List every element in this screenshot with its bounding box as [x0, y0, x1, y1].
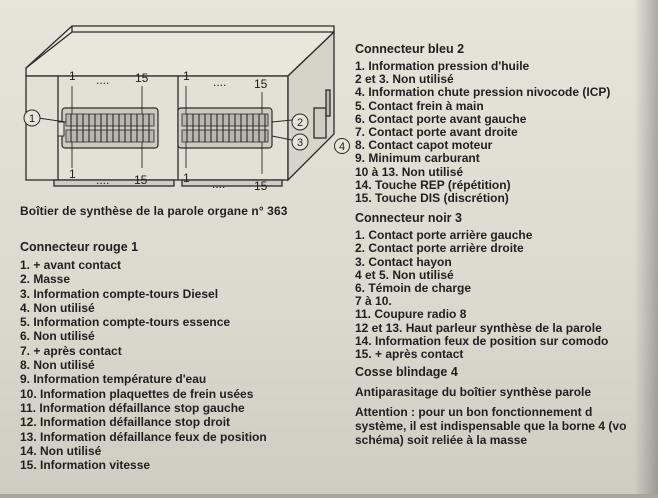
- list-item: 15. Touche DIS (discrétion): [355, 191, 509, 206]
- pin-label-bottom-1-last: 15: [134, 173, 148, 187]
- list-item: 2. Contact porte arrière droite: [355, 241, 524, 256]
- connector-bleu-2: [177, 107, 273, 149]
- list-item: 6. Témoin de charge: [355, 281, 472, 296]
- list-item: 7. + après contact: [20, 343, 122, 358]
- list-item: 10. Information plaquettes de frein usée…: [20, 386, 254, 401]
- pin-label-top-1-dots: ....: [96, 73, 109, 87]
- list-item: 12. Information défaillance stop droit: [20, 415, 231, 430]
- figure-caption: Boîtier de synthèse de la parole organe …: [20, 204, 288, 218]
- callout-3: 3: [297, 137, 303, 149]
- list-item: 4. Information chute pression nivocode (…: [355, 85, 611, 100]
- list-item: 5. Information compte-tours essence: [20, 315, 231, 330]
- pin-label-top-2-first: 1: [183, 69, 190, 83]
- attention-line: système, il est indispensable que la bor…: [355, 419, 627, 434]
- list-item: 10 à 13. Non utilisé: [355, 164, 464, 179]
- right-column: Connecteur bleu 2 1. Information pressio…: [355, 42, 658, 447]
- list-item: 6. Non utilisé: [20, 329, 95, 344]
- attention-line: schéma) soit reliée à la masse: [355, 433, 528, 448]
- connector-box-diagram: 1 .... 15 1 .... 15 1 .... 15 1 .... 15 …: [23, 25, 350, 193]
- pin-label-top-2-dots: ....: [213, 75, 226, 89]
- section-connecteur-rouge: Connecteur rouge 1 1. + avant contact 2.…: [20, 240, 340, 472]
- list-item: 7 à 10.: [355, 294, 392, 309]
- cosse-subtitle: Antiparasitage du boîtier synthèse parol…: [355, 385, 592, 400]
- connector-rouge-1: [57, 107, 159, 149]
- pin-label-top-1-last: 15: [135, 71, 149, 85]
- pin-label-top-2-last: 15: [254, 77, 268, 91]
- list-item: 1. Contact porte arrière gauche: [355, 228, 533, 243]
- list-item: 4. Non utilisé: [20, 300, 95, 315]
- list-item: 7. Contact porte avant droite: [355, 125, 518, 140]
- list-item: 14. Information feux de position sur com…: [355, 333, 609, 348]
- pin-label-bottom-2-dots: ....: [212, 177, 225, 191]
- list-item: 2 et 3. Non utilisé: [355, 72, 454, 87]
- section-title-cosse: Cosse blindage 4: [355, 365, 458, 380]
- page-bottom-edge: [0, 494, 658, 498]
- list-item: 9. Information température d'eau: [20, 372, 207, 387]
- list-item: 14. Non utilisé: [20, 443, 102, 458]
- list-item: 12 et 13. Haut parleur synthèse de la pa…: [355, 320, 602, 335]
- section-title-bleu: Connecteur bleu 2: [355, 42, 465, 56]
- list-item: 8. Non utilisé: [20, 358, 95, 373]
- list-item: 6. Contact porte avant gauche: [355, 111, 527, 126]
- list-item: 3. Contact hayon: [355, 254, 452, 269]
- list-item: 8. Contact capot moteur: [355, 138, 493, 153]
- pin-label-bottom-2-last: 15: [254, 179, 268, 193]
- list-item: 15. + après contact: [355, 347, 464, 362]
- list-item: 13. Information défaillance feux de posi…: [20, 429, 267, 444]
- pin-label-bottom-1-dots: ....: [96, 173, 109, 187]
- list-item: 3. Information compte-tours Diesel: [20, 286, 219, 301]
- list-item: 5. Contact frein à main: [355, 98, 484, 113]
- list-item: 4 et 5. Non utilisé: [355, 267, 454, 282]
- pin-label-top-1-first: 1: [69, 69, 76, 83]
- callout-4: 4: [339, 141, 345, 153]
- callout-2: 2: [297, 117, 303, 129]
- callout-1: 1: [29, 113, 35, 125]
- list-item: 14. Touche REP (répétition): [355, 177, 511, 192]
- pin-label-bottom-1-first: 1: [69, 167, 76, 181]
- list-item: 2. Masse: [20, 272, 71, 287]
- section-title-noir: Connecteur noir 3: [355, 211, 462, 226]
- list-item: 11. Coupure radio 8: [355, 307, 467, 322]
- list-bleu: 1. Information pression d'huile 2 et 3. …: [355, 59, 658, 206]
- list-item: 11. Information défaillance stop gauche: [20, 400, 245, 415]
- list-item: 1. Information pression d'huile: [355, 59, 530, 73]
- list-rouge: 1. + avant contact 2. Masse 3. Informati…: [20, 258, 340, 472]
- attention-line: Attention : pour un bon fonctionnement d: [355, 405, 593, 420]
- section-title-rouge: Connecteur rouge 1: [20, 240, 139, 254]
- pin-label-bottom-2-first: 1: [183, 171, 190, 185]
- list-item: 1. + avant contact: [20, 258, 122, 272]
- list-item: 15. Information vitesse: [20, 458, 151, 473]
- list-item: 9. Minimum carburant: [355, 151, 480, 166]
- list-noir: 1. Contact porte arrière gauche 2. Conta…: [355, 229, 658, 361]
